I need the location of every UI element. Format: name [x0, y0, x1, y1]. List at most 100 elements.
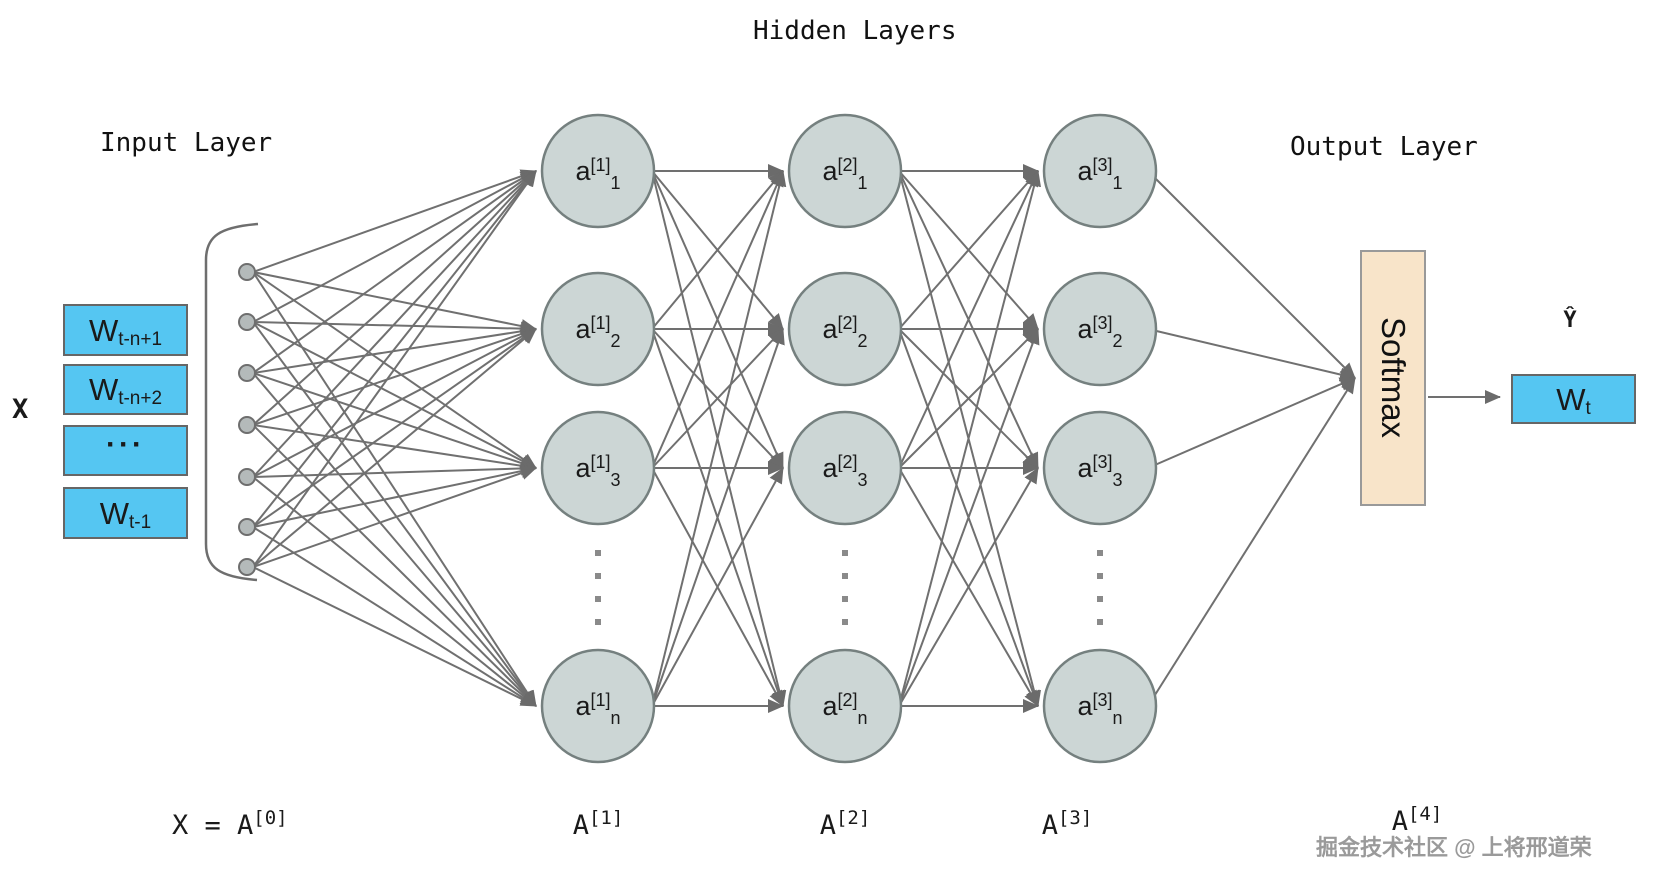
bottom-label-a4-sup: [4]	[1407, 803, 1443, 825]
connection-line	[898, 328, 1040, 707]
column-ellipsis-dot	[595, 550, 601, 556]
connection-line	[651, 170, 784, 330]
bottom-label-a2-sup: [2]	[835, 807, 871, 829]
bottom-label-a4: A[4]	[1372, 803, 1462, 837]
bottom-label-a2-base: A	[819, 810, 836, 841]
node-label-base: a	[1077, 156, 1093, 186]
node-label-sub: 2	[1112, 331, 1123, 351]
connection-line	[252, 327, 537, 426]
hidden-node-label-l2-4: a[2]n	[785, 690, 905, 727]
node-label-sup: [2]	[837, 313, 858, 333]
node-label-sup: [3]	[1092, 313, 1113, 333]
node-label-base: a	[1077, 691, 1093, 721]
node-label-sup: [3]	[1092, 452, 1113, 472]
softmax-label: Softmax	[1375, 317, 1412, 439]
hidden-node-circle-l1-3	[540, 410, 656, 526]
connection-line	[252, 328, 537, 528]
word-box-wtn1-sub: t-n+1	[118, 328, 163, 350]
bottom-label-a1-base: A	[572, 810, 589, 841]
hidden-node-label-l2-1: a[2]1	[785, 155, 905, 192]
connection-line	[252, 271, 537, 707]
connection-line	[651, 328, 784, 469]
hidden-node-label-l1-3: a[1]3	[538, 453, 658, 489]
connection-line	[252, 170, 537, 323]
connection-line	[651, 467, 784, 707]
network-nodes	[238, 113, 1158, 764]
connection-line	[898, 170, 1042, 707]
column-ellipsis-dot	[1097, 596, 1103, 602]
softmax-box: Softmax	[1360, 250, 1426, 506]
hidden-node-circle-l1-1	[540, 113, 656, 229]
column-ellipsis-dot	[595, 596, 601, 602]
word-box-ellipsis-dots: ···	[106, 427, 145, 461]
node-label-base: a	[822, 691, 838, 721]
word-box-wtn1-base: W	[88, 312, 119, 348]
connection-line	[252, 466, 537, 568]
node-label-sub: 1	[857, 173, 868, 193]
connection-line	[252, 169, 537, 273]
hidden-node-label-l1-4: a[1]n	[538, 691, 658, 727]
hidden-node-circle-l3-4	[1042, 648, 1158, 764]
connection-line	[898, 328, 1039, 469]
connection-line	[898, 467, 1039, 707]
bottom-label-a1: A[1]	[553, 807, 643, 841]
connection-line	[1147, 377, 1356, 707]
connection-line	[898, 170, 1039, 330]
connection-line	[252, 324, 537, 374]
hidden-node-label-l3-1: a[3]1	[1040, 156, 1160, 192]
connection-line	[252, 424, 537, 473]
node-label-base: a	[575, 314, 591, 344]
hidden-node-circle-l1-4	[540, 648, 656, 764]
column-ellipsis-dot	[1097, 573, 1103, 579]
bottom-label-a1-sup: [1]	[588, 807, 624, 829]
node-label-base: a	[822, 453, 838, 483]
node-label-base: a	[1077, 314, 1093, 344]
connection-line	[252, 476, 537, 707]
column-ellipsis-dot	[595, 619, 601, 625]
input-bracket	[204, 222, 259, 582]
hidden-node-circle-l3-1	[1042, 113, 1158, 229]
input-node-dot	[238, 468, 256, 486]
word-box-wtn2-base: W	[88, 372, 119, 407]
hidden-node-label-l1-2: a[1]2	[538, 314, 658, 350]
node-label-sub: 3	[1112, 470, 1123, 490]
connection-line	[252, 328, 537, 478]
node-label-base: a	[575, 453, 591, 483]
column-ellipsis-dot	[1097, 619, 1103, 625]
input-node-dot	[238, 518, 256, 536]
hidden-node-label-l2-3: a[2]3	[785, 452, 905, 489]
column-ellipsis-dot	[842, 596, 848, 602]
connection-line	[252, 321, 537, 469]
node-label-sup: [2]	[837, 155, 858, 175]
hidden-layers-title: Hidden Layers	[753, 16, 957, 46]
hidden-node-label-l3-3: a[3]3	[1040, 452, 1160, 489]
bottom-label-x-eq-a0-sup: [0]	[253, 807, 288, 829]
connection-line	[252, 328, 537, 568]
connection-line	[651, 170, 787, 707]
connection-line	[252, 170, 537, 374]
bottom-label-x-eq-a0-base: X = A	[172, 810, 254, 841]
bottom-label-a4-base: A	[1391, 806, 1408, 837]
node-label-sup: [2]	[837, 452, 858, 472]
input-node-dot	[238, 558, 256, 576]
node-label-base: a	[822, 314, 838, 344]
connection-line	[252, 170, 537, 528]
connection-line	[252, 271, 537, 333]
node-label-sup: [2]	[837, 690, 858, 710]
word-box-ellipsis: ···	[63, 425, 188, 476]
connection-line	[651, 328, 785, 707]
x-input-label: X	[12, 394, 29, 425]
column-ellipsis-dot	[842, 550, 848, 556]
connection-line	[252, 321, 537, 336]
output-word-sub: t	[1585, 397, 1591, 419]
input-node-dot	[238, 313, 256, 331]
connection-line	[252, 170, 537, 478]
bottom-label-a3: A[3]	[1022, 807, 1112, 841]
word-box-wt1-base: W	[99, 495, 130, 531]
connection-line	[252, 464, 537, 528]
node-label-sup: [3]	[1092, 690, 1113, 710]
